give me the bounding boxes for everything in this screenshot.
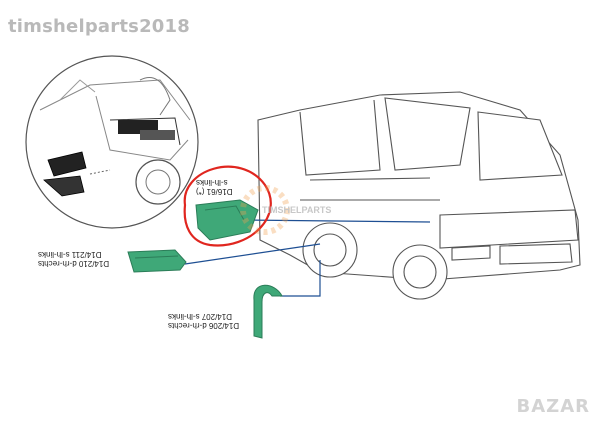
part-d14-206	[253, 284, 283, 339]
label-part-3: D14/206 d-rh-rechts D14/207 s-lh-links	[168, 312, 239, 330]
label-part-2: D14/210 d-rh-rechts D14/211 s-lh-links	[38, 250, 109, 268]
label-part-1-line-1: D16/61 (*)	[196, 187, 233, 196]
part-d16-61	[195, 199, 259, 241]
cabin-inset	[25, 55, 199, 229]
label-part-3-line-2: D14/207 s-lh-links	[168, 312, 233, 321]
label-part-1-line-2: s-lh-links	[196, 178, 228, 187]
highlight-circle	[183, 165, 272, 247]
van-illustration	[257, 91, 581, 300]
label-part-2-line-1: D14/210 d-rh-rechts	[38, 259, 110, 268]
overlay-logo	[240, 185, 290, 235]
leader-lines	[184, 219, 431, 297]
label-part-1: D16/61 (*) s-lh-links	[196, 178, 232, 196]
label-part-2-line-2: D14/211 s-lh-links	[38, 250, 102, 259]
overlay-watermark-text: TIMSHELPARTS	[262, 205, 332, 215]
brand-mark: BAZAR	[516, 396, 590, 417]
label-part-3-line-1: D14/206 d-rh-rechts	[168, 321, 240, 330]
watermark-text: timshelparts2018	[8, 16, 190, 37]
part-d14-210	[127, 249, 187, 273]
